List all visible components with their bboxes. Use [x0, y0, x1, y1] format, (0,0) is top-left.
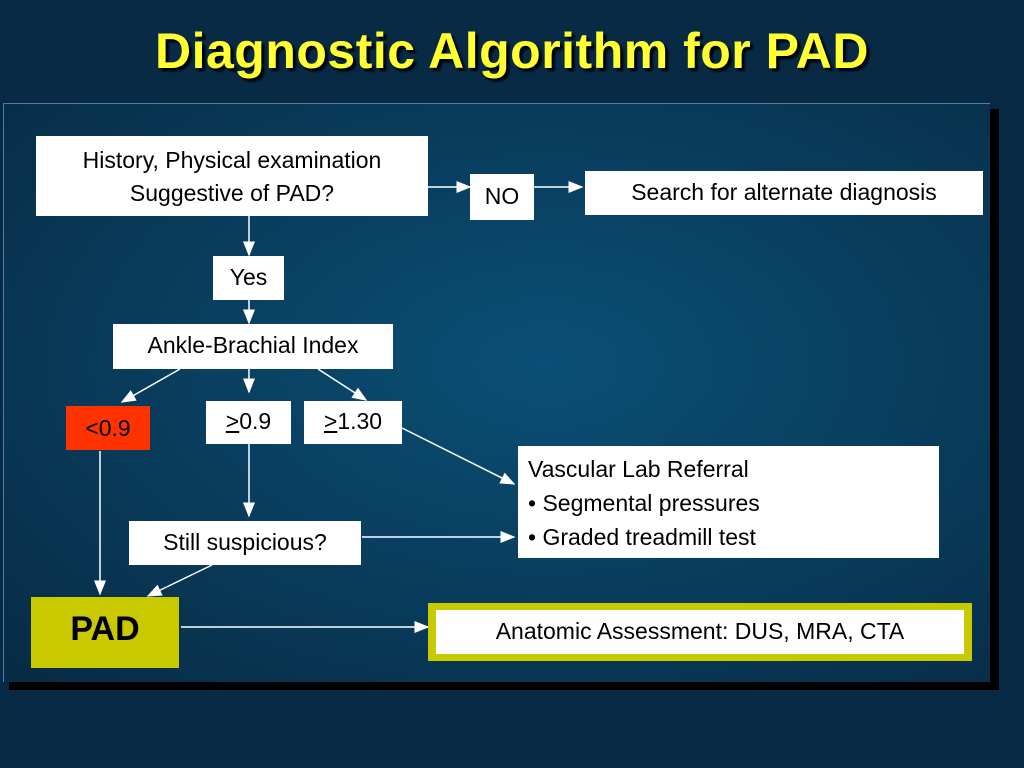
pad-box: PAD — [31, 597, 179, 668]
search-box: Search for alternate diagnosis — [585, 171, 983, 215]
abi-label: Ankle-Brachial Index — [147, 332, 359, 358]
arrow-ge130-to-vascular — [401, 427, 516, 485]
search-label: Search for alternate diagnosis — [631, 179, 937, 205]
anatomic-label: Anatomic Assessment: DUS, MRA, CTA — [495, 618, 905, 644]
vascular-box: Vascular Lab Referral • Segmental pressu… — [518, 446, 939, 558]
ge09-box: >0.9 — [206, 401, 291, 444]
ge130-box: >1.30 — [304, 401, 402, 444]
arrow-abi-to-ge130 — [317, 368, 368, 401]
suspicious-box: Still suspicious? — [129, 521, 361, 565]
yes-box: Yes — [213, 256, 284, 300]
lt09-label: <0.9 — [85, 415, 131, 441]
anatomic-box: Anatomic Assessment: DUS, MRA, CTA — [436, 610, 964, 654]
vascular-item: • Segmental pressures — [528, 489, 760, 516]
history-line-2: Suggestive of PAD? — [129, 180, 335, 207]
no-label: NO — [484, 183, 520, 209]
yes-label: Yes — [229, 264, 268, 290]
ge09-value: 0.9 — [239, 408, 272, 434]
no-box: NO — [470, 174, 534, 220]
ge09-symbol: > — [225, 408, 240, 434]
vascular-item: • Graded treadmill test — [528, 523, 756, 550]
vascular-title: Vascular Lab Referral — [528, 456, 749, 482]
history-line-1: History, Physical examination — [82, 147, 382, 173]
pad-label: PAD — [70, 609, 140, 648]
lt09-box: <0.9 — [66, 406, 150, 450]
ge130-symbol: > — [323, 408, 338, 434]
history-box: History, Physical examination Suggestive… — [36, 136, 428, 216]
abi-box: Ankle-Brachial Index — [113, 324, 393, 369]
ge130-value: 1.30 — [337, 408, 383, 434]
arrow-abi-to-lt09 — [120, 368, 181, 403]
slide-title: Diagnostic Algorithm for PAD — [155, 23, 869, 79]
arrow-suspicious-to-pad — [146, 564, 213, 597]
suspicious-label: Still suspicious? — [163, 529, 327, 555]
